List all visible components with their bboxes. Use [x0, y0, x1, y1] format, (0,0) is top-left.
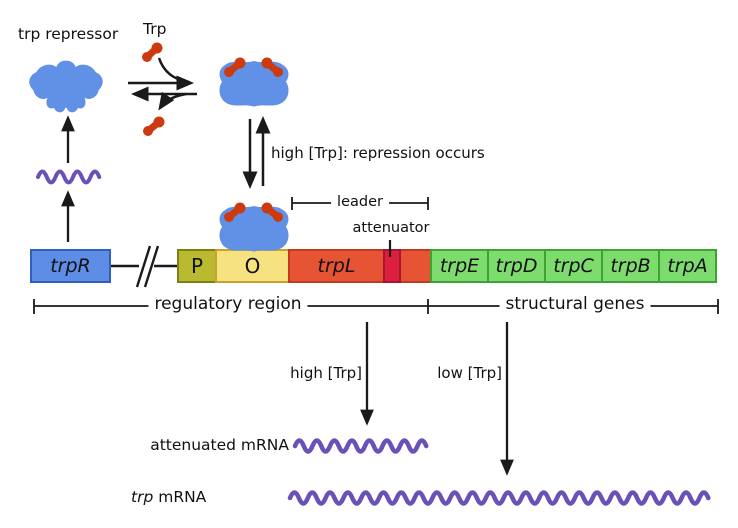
trp-mrna-wave: [287, 490, 711, 506]
gene-label-trpA: trpA: [667, 255, 708, 277]
gene-box-operator: O: [215, 249, 290, 283]
gene-box-trpC: trpC: [544, 249, 603, 283]
trpR-mrna-wave: [36, 169, 102, 185]
trp-label: Trp: [143, 20, 167, 38]
trp-molecule-icon: [143, 116, 165, 136]
gene-label-trpL: trpL: [317, 255, 356, 277]
apo-repressor-shape: [29, 60, 103, 113]
low-trp-label: low [Trp]: [437, 364, 502, 382]
gene-box-trpB: trpB: [601, 249, 660, 283]
gene-label-trpB: trpB: [610, 255, 651, 277]
trp-binding-curve: [157, 57, 190, 84]
attenuated-mrna-wave: [292, 438, 429, 454]
trp-mrna-gene-part: trp: [131, 488, 154, 506]
gene-label-trpE: trpE: [439, 255, 480, 277]
gene-box-trpL: trpL: [288, 249, 432, 283]
leader-label: leader: [331, 194, 389, 211]
attenuator-segment: [383, 249, 401, 283]
gene-box-trpA: trpA: [658, 249, 717, 283]
trp-release-arrow: [158, 91, 187, 111]
operator-label: O: [244, 254, 261, 278]
promoter-label: P: [190, 254, 204, 278]
attenuated-mrna-label: attenuated mRNA: [150, 436, 289, 454]
structural-genes-label: structural genes: [499, 294, 651, 315]
gene-label-trpC: trpC: [553, 255, 594, 277]
gene-box-promoter: P: [177, 249, 217, 283]
repression-note-label: high [Trp]: repression occurs: [271, 144, 485, 162]
dna-break-slashes: [111, 245, 177, 288]
gene-label-trpR: trpR: [50, 255, 91, 277]
equilibrium-arrows: [128, 57, 197, 111]
trp-mrna-suffix-part: mRNA: [153, 488, 207, 506]
regulatory-region-label: regulatory region: [148, 294, 308, 315]
gene-label-trpD: trpD: [495, 255, 538, 277]
attenuator-label: attenuator: [352, 220, 430, 236]
trp-repressor-label: trp repressor: [18, 25, 119, 43]
operator-bound-repressor-shape: [219, 202, 289, 252]
active-repressor-complex-shape: [219, 57, 289, 107]
high-trp-label: high [Trp]: [290, 364, 362, 382]
gene-box-trpR: trpR: [30, 249, 111, 283]
trp-molecule-icon: [142, 42, 163, 62]
trp-mrna-label: trp mRNA: [131, 488, 207, 507]
